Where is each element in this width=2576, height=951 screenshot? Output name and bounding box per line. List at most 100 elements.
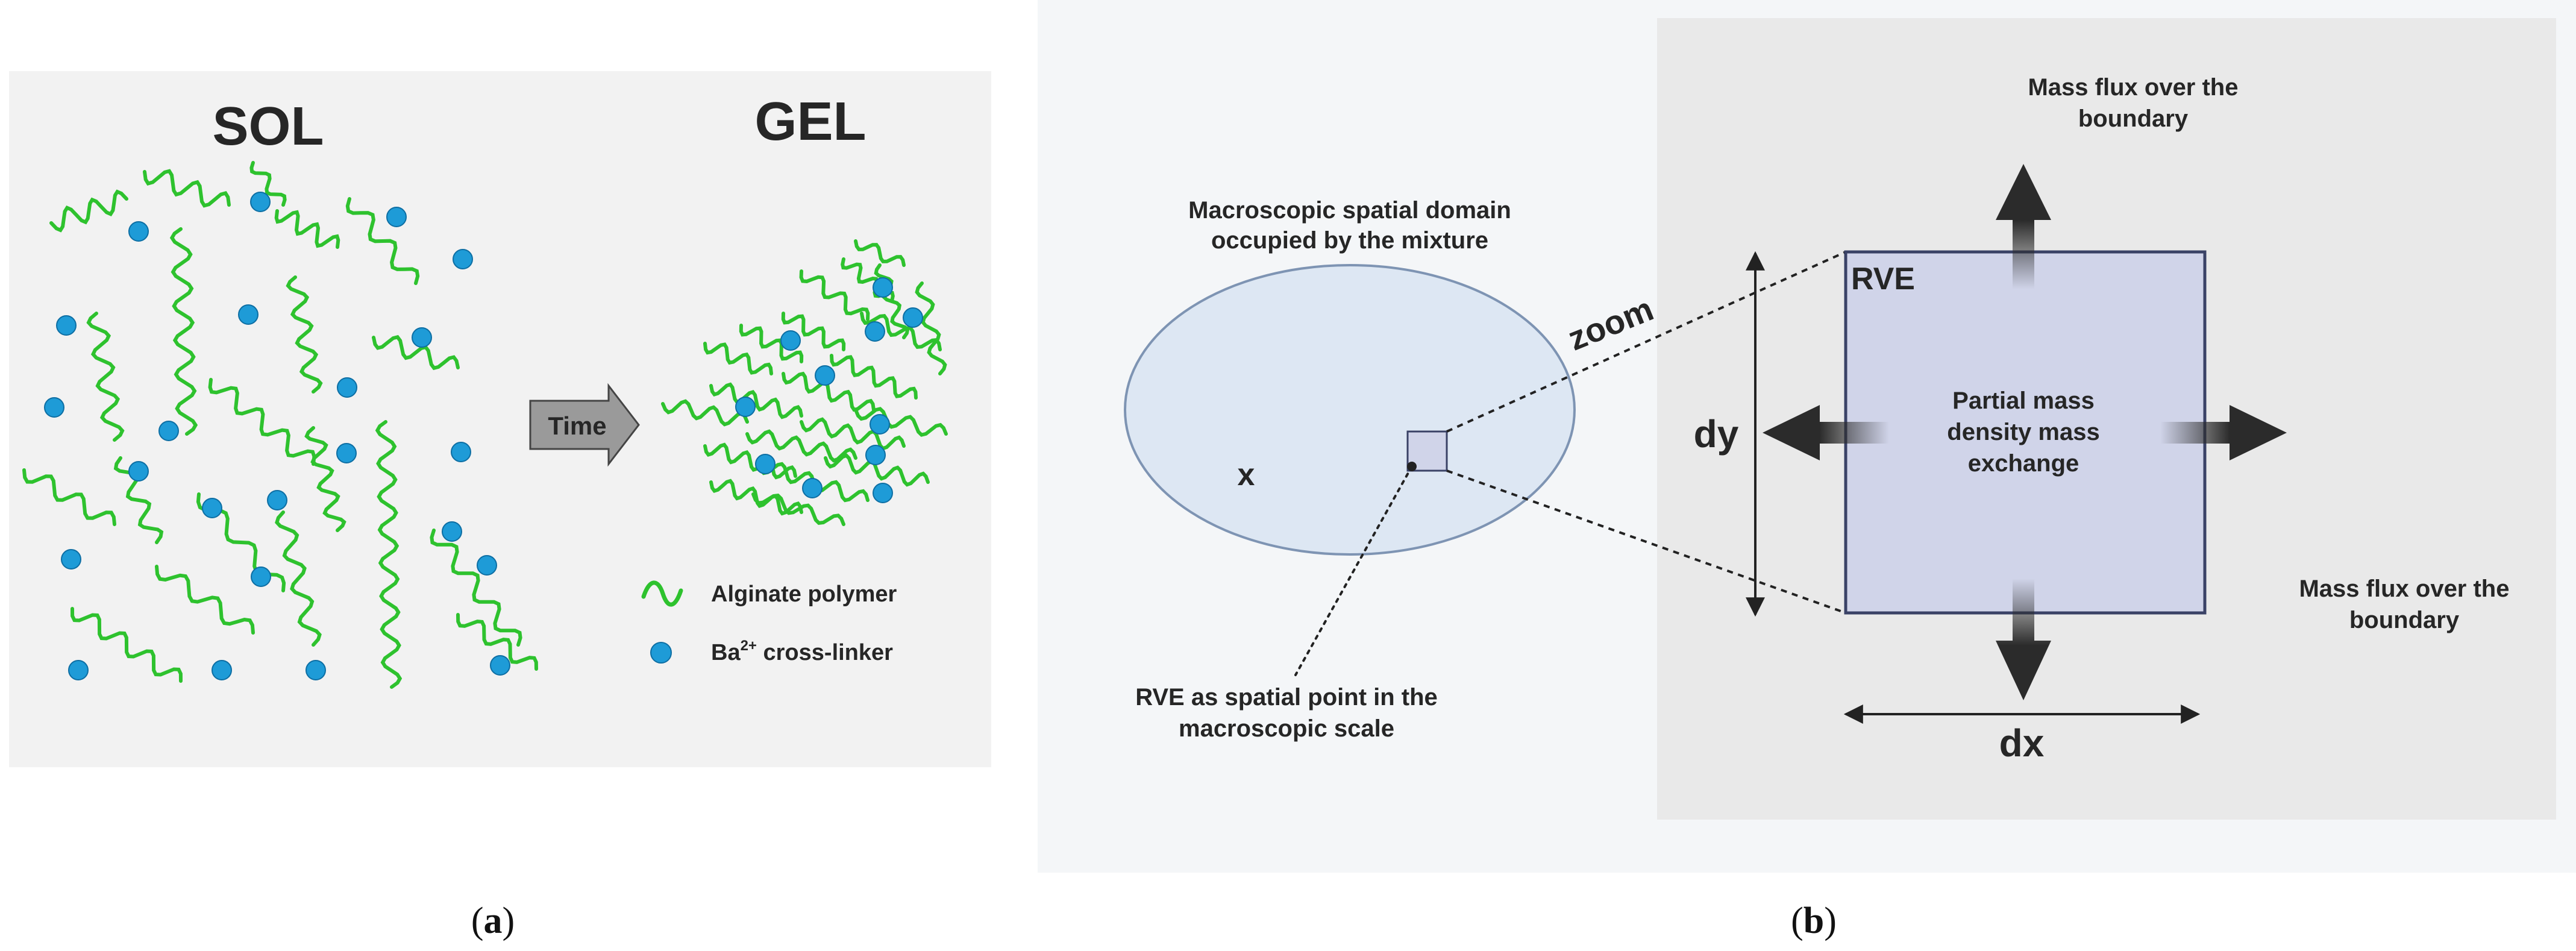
polymer-chain <box>86 312 125 442</box>
sol-cross-linkers <box>44 192 510 680</box>
polymer-chain <box>71 607 183 683</box>
legend-polymer-label: Alginate polymer <box>711 582 897 607</box>
polymer-chain <box>709 382 803 419</box>
right-flux-label-line-2: boundary <box>2349 607 2460 633</box>
polymer-chain <box>703 342 773 375</box>
legend-polymer-swatch <box>641 580 683 607</box>
caption-a-close: ) <box>503 900 515 941</box>
macroscopic-domain <box>1124 264 1576 556</box>
zoom-lines <box>1446 251 1846 614</box>
polymer-chain <box>860 312 942 351</box>
cross-linker-dot <box>755 454 776 474</box>
polymer-chain <box>800 417 906 451</box>
polymer-chain <box>155 565 255 635</box>
rve-point-label-line-1: RVE as spatial point in the <box>1135 684 1438 711</box>
polymer-chain <box>249 161 287 207</box>
polymer-chain <box>915 281 947 375</box>
cross-linker-dot <box>212 660 232 680</box>
dx-label: dx <box>1999 721 2045 765</box>
cross-linker-dot <box>873 277 893 298</box>
polymer-chain <box>739 324 804 363</box>
polymer-chain <box>661 399 749 427</box>
polymer-chain <box>854 407 948 437</box>
cross-linker-dot <box>44 397 64 418</box>
polymer-chain <box>169 227 198 436</box>
polymer-chain <box>143 169 231 208</box>
cross-linker-dot <box>780 330 801 351</box>
flux-arrows <box>1763 164 2287 700</box>
polymer-chain <box>781 312 846 351</box>
caption-b-close: ) <box>1824 900 1837 941</box>
legend-ion-base: Ba <box>711 640 741 665</box>
cross-linker-dot <box>412 327 432 348</box>
cross-linker-dot <box>815 365 835 386</box>
polymer-chain <box>703 442 797 480</box>
polymer-chain <box>854 239 906 267</box>
cross-linker-dot <box>306 660 326 680</box>
center-label-line-1: Partial mass <box>1952 388 2095 414</box>
right-flux-label-line-1: Mass flux over the <box>2299 576 2509 602</box>
domain-label-line-1: Macroscopic spatial domain <box>1188 197 1511 224</box>
cross-linker-dot <box>158 421 179 441</box>
caption-b: (b) <box>1791 900 1837 941</box>
dy-label: dy <box>1694 412 1739 456</box>
polymer-chain <box>830 354 918 400</box>
cross-linker-dot <box>802 478 823 498</box>
caption-a-open: ( <box>471 900 484 941</box>
x-label: x <box>1238 457 1255 492</box>
polymer-chain <box>751 492 845 526</box>
cross-linker-dot <box>238 304 259 325</box>
cross-linker-dot <box>61 549 81 570</box>
polymer-chain <box>286 275 323 394</box>
polymer-chain <box>874 263 910 339</box>
flux-arrow-right <box>2160 405 2287 460</box>
flux-arrow-up <box>1996 164 2051 289</box>
polymer-chain <box>824 453 930 487</box>
polymer-chain <box>22 468 116 526</box>
cross-linker-dot <box>873 483 893 503</box>
cross-linker-dot <box>477 555 497 576</box>
cross-linker-dot <box>735 397 756 417</box>
cross-linker-dot <box>267 490 287 510</box>
legend-ion-sup: 2+ <box>741 638 757 654</box>
legend-ion-swatch <box>650 642 672 664</box>
cross-linker-dot <box>490 655 510 676</box>
flux-arrow-left <box>1763 405 1889 460</box>
time-label: Time <box>548 412 606 440</box>
top-flux-label-line-1: Mass flux over the <box>2028 74 2238 101</box>
top-flux-label-line-2: boundary <box>2078 105 2189 132</box>
cross-linker-dot <box>56 315 77 336</box>
cross-linker-dot <box>386 207 407 227</box>
time-arrow: Time <box>529 383 640 467</box>
polymer-chain <box>799 269 870 321</box>
polymer-chain <box>274 209 340 249</box>
flux-arrow-down <box>1996 579 2051 700</box>
polymer-chain <box>275 510 322 647</box>
cross-linker-dot <box>250 192 271 212</box>
caption-a: (a) <box>471 900 515 941</box>
sol-polymer-chains <box>22 161 538 689</box>
polymer-chain <box>375 420 403 689</box>
cross-linker-dot <box>865 321 885 342</box>
polymer-chain <box>430 529 522 647</box>
rve-label: RVE <box>1851 262 1915 297</box>
legend-ion-label: Ba2+ cross-linker <box>711 638 893 665</box>
cross-linker-dot <box>68 660 89 680</box>
cross-linker-dot <box>453 249 473 269</box>
caption-b-letter: b <box>1804 900 1824 941</box>
polymer-chain <box>345 197 420 285</box>
caption-a-letter: a <box>484 900 503 941</box>
cross-linker-dot <box>451 442 471 462</box>
cross-linker-dot <box>202 498 222 518</box>
rve-point-label-line-2: macroscopic scale <box>1179 715 1394 742</box>
cross-linker-dot <box>128 461 149 482</box>
sol-title: SOL <box>212 96 324 157</box>
legend: Alginate polymer Ba2+ cross-linker <box>641 580 897 665</box>
polymer-chain <box>49 189 128 233</box>
caption-b-open: ( <box>1791 900 1804 941</box>
center-label-line-2: density mass <box>1947 419 2099 445</box>
gel-polymer-network <box>661 239 948 526</box>
polymer-chain <box>456 613 538 671</box>
cross-linker-dot <box>336 443 357 463</box>
